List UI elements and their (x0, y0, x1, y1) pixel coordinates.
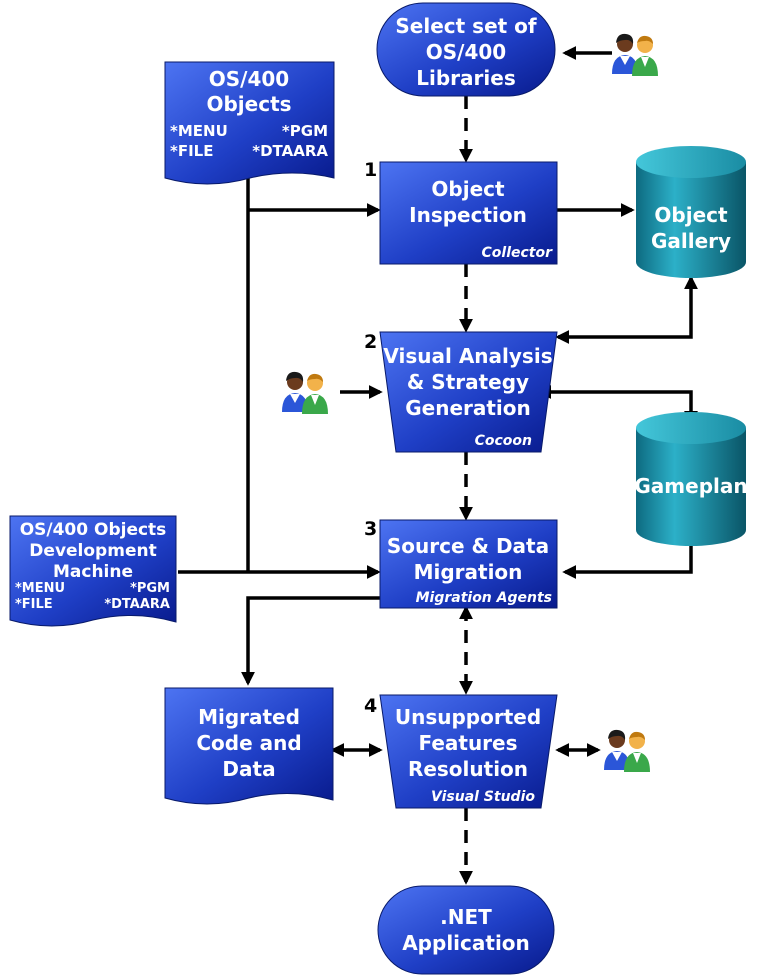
step-1-object-inspection: Object Inspection Collector (379, 161, 558, 265)
arrow-gameplan-to-step3 (562, 538, 693, 579)
dev-machine-type-menu: *MENU (15, 581, 65, 596)
step-1-number: 1 (364, 159, 377, 181)
dev-machine-document: OS/400 Objects Development Machine *MENU… (9, 515, 177, 627)
dev-machine-title-2: Development (29, 541, 156, 561)
step-2-title-1: Visual Analysis (383, 344, 552, 368)
gameplan-label: Gameplan (634, 474, 747, 498)
step-2-visual-analysis: Visual Analysis & Strategy Generation Co… (379, 331, 558, 453)
step-1-title-1: Object (431, 177, 505, 201)
dev-machine-type-dtaara: *DTAARA (104, 597, 170, 612)
migrated-code-document: Migrated Code and Data (164, 687, 334, 805)
step-4-title-2: Features (418, 731, 517, 755)
net-application-line-1: .NET (440, 905, 492, 929)
os400-objects-title-2: Objects (206, 92, 291, 116)
step-1-title-2: Inspection (409, 203, 527, 227)
select-libraries-line-3: Libraries (416, 66, 515, 90)
step-4-unsupported-features: Unsupported Features Resolution Visual S… (379, 694, 558, 809)
step-4-number: 4 (364, 695, 377, 717)
dev-machine-title-1: OS/400 Objects (20, 520, 167, 540)
migrated-code-line-3: Data (222, 757, 275, 781)
step-3-source-data-migration: Source & Data Migration Migration Agents (379, 519, 558, 609)
net-application-terminal: .NET Application (377, 885, 555, 975)
object-gallery-store: Object Gallery (636, 146, 746, 278)
os400-objects-document: OS/400 Objects *MENU *PGM *FILE *DTAARA (164, 61, 335, 185)
step-4-tool: Visual Studio (431, 789, 535, 805)
step-3-title-1: Source & Data (387, 534, 549, 558)
step-1-tool: Collector (482, 245, 554, 261)
step-3-number: 3 (364, 518, 377, 540)
select-libraries-line-2: OS/400 (426, 40, 506, 64)
os400-objects-title-1: OS/400 (209, 67, 289, 91)
users-icon (604, 729, 650, 772)
step-2-tool: Cocoon (475, 433, 532, 449)
net-application-line-2: Application (402, 931, 530, 955)
dev-machine-type-pgm: *PGM (130, 581, 170, 596)
os400-objects-type-file: *FILE (170, 142, 213, 160)
arrow-gallery-step2 (555, 275, 698, 344)
step-2-number: 2 (364, 331, 377, 353)
gameplan-store: Gameplan (634, 412, 748, 546)
dev-machine-type-file: *FILE (15, 597, 53, 612)
users-icon (282, 371, 328, 414)
select-libraries-terminal: Select set of OS/400 Libraries (376, 2, 556, 97)
object-gallery-line-1: Object (654, 203, 728, 227)
users-icon (612, 33, 658, 76)
dev-machine-title-3: Machine (53, 562, 133, 582)
step-3-title-2: Migration (414, 560, 523, 584)
step-3-tool: Migration Agents (416, 590, 552, 606)
os400-objects-type-pgm: *PGM (282, 122, 328, 140)
arrow-step3-to-migrated (241, 596, 383, 686)
migrated-code-line-1: Migrated (198, 705, 300, 729)
step-2-title-2: & Strategy (407, 370, 529, 394)
os400-objects-type-dtaara: *DTAARA (252, 142, 328, 160)
os400-objects-type-menu: *MENU (170, 122, 228, 140)
step-4-title-3: Resolution (408, 757, 528, 781)
step-4-title-1: Unsupported (395, 705, 541, 729)
select-libraries-line-1: Select set of (395, 14, 537, 38)
migrated-code-line-2: Code and (196, 731, 301, 755)
object-gallery-line-2: Gallery (651, 229, 731, 253)
step-2-title-3: Generation (405, 396, 531, 420)
